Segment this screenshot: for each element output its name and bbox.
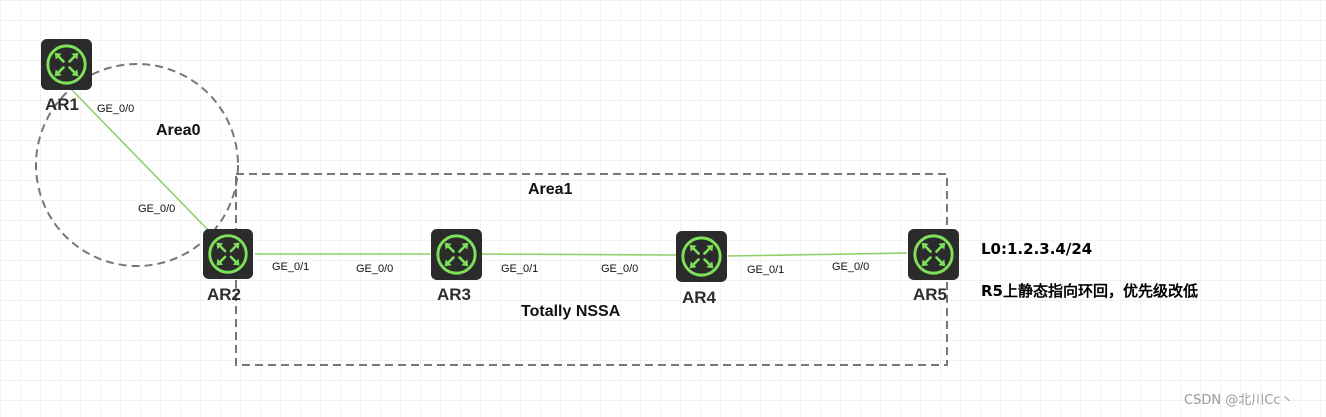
watermark: CSDN @北川Cc丶 xyxy=(1184,393,1293,408)
static-route-note: R5上静态指向环回，优先级改低 xyxy=(981,282,1198,300)
router-icon xyxy=(676,231,727,282)
port-label-ar5-ge00: GE_0/0 xyxy=(832,261,869,273)
link-ar3-ar4[interactable] xyxy=(481,253,677,256)
router-ar3[interactable]: AR3 xyxy=(431,229,482,304)
area1-label: Area1 xyxy=(528,181,573,198)
router-ar1[interactable]: AR1 xyxy=(41,39,92,114)
area0-boundary xyxy=(35,63,239,267)
link-ar4-ar5[interactable] xyxy=(727,252,908,257)
router-label: AR4 xyxy=(682,288,717,307)
loopback-note: L0:1.2.3.4/24 xyxy=(981,240,1092,258)
router-icon xyxy=(41,39,92,90)
area0-label: Area0 xyxy=(156,122,201,139)
router-ar4[interactable]: AR4 xyxy=(676,231,727,307)
port-label-ar4-ge00: GE_0/0 xyxy=(601,263,638,275)
port-label-ar3-ge01: GE_0/1 xyxy=(501,263,538,275)
router-icon xyxy=(203,229,253,279)
links xyxy=(71,89,908,257)
port-label-ar3-ge00: GE_0/0 xyxy=(356,263,393,275)
router-icon xyxy=(908,229,959,280)
link-ar1-ar2[interactable] xyxy=(71,89,211,233)
router-ar2[interactable]: AR2 xyxy=(203,229,253,304)
area1-type-label: Totally NSSA xyxy=(521,303,621,320)
router-ar5[interactable]: AR5 xyxy=(908,229,959,304)
port-label-ar2-ge01: GE_0/1 xyxy=(272,261,309,273)
router-icon xyxy=(431,229,482,280)
port-label-ar1-ge00: GE_0/0 xyxy=(97,103,134,115)
port-label-ar4-ge01: GE_0/1 xyxy=(747,264,784,276)
router-label: AR2 xyxy=(207,285,241,304)
router-label: AR1 xyxy=(45,95,79,114)
router-label: AR5 xyxy=(913,285,947,304)
router-label: AR3 xyxy=(437,285,471,304)
port-label-ar2-ge00: GE_0/0 xyxy=(138,203,175,215)
